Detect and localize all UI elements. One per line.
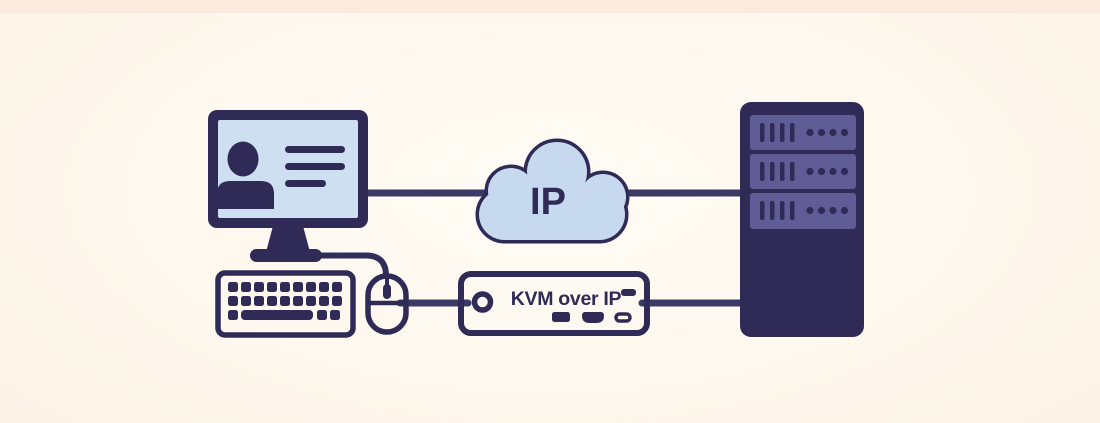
kvm-ports — [552, 312, 632, 323]
keyboard — [215, 270, 356, 338]
server-rack — [740, 102, 864, 337]
kvm-indicator-dash — [621, 289, 636, 296]
cable-monitor-to-mouse — [315, 252, 389, 279]
mouse — [365, 273, 409, 335]
mouse-body — [365, 273, 409, 335]
kvm-port-vga — [582, 312, 604, 323]
kvm-body — [458, 271, 650, 336]
kvm-port-oval — [614, 312, 632, 323]
ip-cloud: IP — [475, 138, 630, 244]
monitor-stand-neck — [266, 226, 310, 252]
mouse-scroll-wheel — [383, 284, 391, 299]
monitor-stand-base — [250, 249, 322, 262]
user-icon-shoulders — [217, 181, 274, 209]
cloud-shape — [475, 138, 630, 244]
keyboard-spacebar — [241, 310, 313, 320]
monitor — [208, 110, 368, 262]
keyboard-keys — [228, 282, 342, 320]
kvm-over-ip-device: KVM over IP — [458, 271, 650, 336]
kvm-device-label: KVM over IP — [511, 288, 622, 310]
kvm-port-rect — [552, 312, 570, 322]
keyboard-body — [215, 270, 356, 338]
background-top-band — [0, 0, 1100, 13]
server-slots — [750, 115, 856, 229]
ip-cloud-label: IP — [530, 181, 566, 223]
screen-text-lines — [285, 146, 345, 187]
user-icon — [217, 141, 274, 209]
kvm-power-button — [471, 291, 494, 313]
user-icon-head — [227, 141, 259, 177]
